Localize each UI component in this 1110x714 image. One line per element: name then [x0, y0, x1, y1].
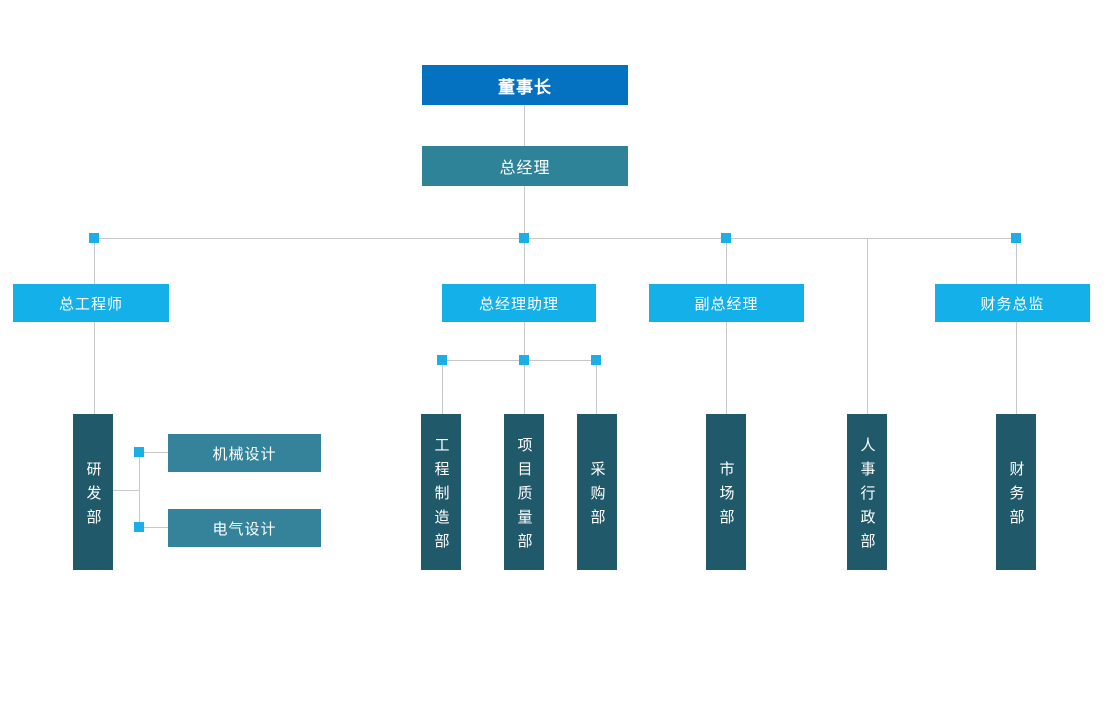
junction-dot-chief-engineer	[89, 233, 99, 243]
node-chairman[interactable]: 董事长	[422, 65, 628, 105]
connector-rd-branch-vertical	[139, 452, 140, 528]
junction-dot-purchasing	[591, 355, 601, 365]
node-deputy-gm[interactable]: 副总经理	[649, 284, 804, 322]
node-hr-admin-dept-label: 人事行政部	[858, 436, 876, 557]
connector-finance-column	[1016, 238, 1017, 414]
node-project-quality-dept[interactable]: 项目质量部	[504, 414, 544, 570]
junction-dot-project-quality	[519, 355, 529, 365]
node-general-manager[interactable]: 总经理	[422, 146, 628, 186]
junction-dot-deputy-gm	[721, 233, 731, 243]
connector-gm-mainline	[524, 186, 525, 238]
connector-electrical-design-stub	[139, 527, 168, 528]
node-engineering-mfg-dept[interactable]: 工程制造部	[421, 414, 461, 570]
connector-hr-admin-column	[867, 238, 868, 414]
node-purchasing-dept[interactable]: 采购部	[577, 414, 617, 570]
connector-deputy-gm-column	[726, 238, 727, 414]
node-project-quality-dept-label: 项目质量部	[515, 436, 533, 557]
node-finance-dept-label: 财务部	[1007, 460, 1025, 533]
node-mechanical-design[interactable]: 机械设计	[168, 434, 321, 472]
connector-main-horizontal	[94, 238, 1017, 239]
junction-dot-center	[519, 233, 529, 243]
connector-rd-branch-root	[113, 490, 139, 491]
connector-engineering-mfg-stub	[442, 360, 443, 414]
node-rd-dept[interactable]: 研发部	[73, 414, 113, 570]
connector-mechanical-design-stub	[139, 452, 168, 453]
node-marketing-dept[interactable]: 市场部	[706, 414, 746, 570]
node-electrical-design[interactable]: 电气设计	[168, 509, 321, 547]
node-engineering-mfg-dept-label: 工程制造部	[432, 436, 450, 557]
node-hr-admin-dept[interactable]: 人事行政部	[847, 414, 887, 570]
node-finance-dept[interactable]: 财务部	[996, 414, 1036, 570]
node-finance-director[interactable]: 财务总监	[935, 284, 1090, 322]
node-gm-assistant[interactable]: 总经理助理	[442, 284, 596, 322]
node-rd-dept-label: 研发部	[84, 460, 102, 533]
junction-dot-engineering-mfg	[437, 355, 447, 365]
node-purchasing-dept-label: 采购部	[588, 460, 606, 533]
junction-dot-mechanical-design	[134, 447, 144, 457]
connector-chief-engineer-column	[94, 238, 95, 414]
connector-purchasing-stub	[596, 360, 597, 414]
node-marketing-dept-label: 市场部	[717, 460, 735, 533]
junction-dot-finance-director	[1011, 233, 1021, 243]
connector-chairman-gm	[524, 105, 525, 146]
node-chief-engineer[interactable]: 总工程师	[13, 284, 169, 322]
junction-dot-electrical-design	[134, 522, 144, 532]
connector-project-quality-stub	[524, 360, 525, 414]
